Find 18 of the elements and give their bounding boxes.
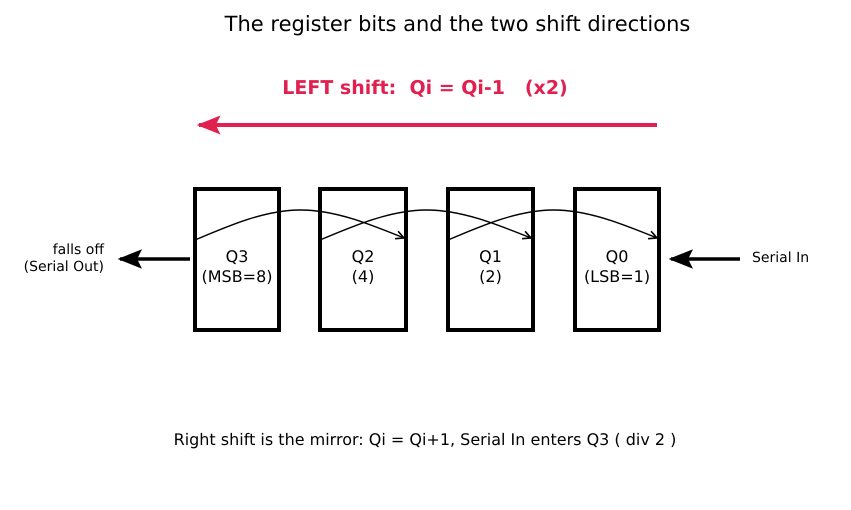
bit-label: Q0 (LSB=1) (584, 247, 650, 287)
io-label: falls off (Serial Out) (22, 242, 104, 276)
register-box (446, 187, 535, 332)
register-box (318, 187, 408, 332)
curved-arrow (448, 209, 658, 241)
io-label: Serial In (752, 250, 810, 267)
curved-arrow (194, 209, 405, 241)
note: Right shift is the mirror: Qi = Qi+1, Serial In enters Q3 ( div 2 ) (174, 430, 676, 449)
register-box (193, 187, 281, 332)
title: The register bits and the two shift directions (224, 12, 692, 36)
bit-label: Q3 (MSB=8) (202, 247, 272, 287)
arrow (668, 249, 740, 269)
shift-formula: LEFT shift: Qi = Qi-1 (x2) (282, 77, 568, 99)
bit-label: Q2 (4) (352, 247, 374, 287)
curved-arrow (320, 209, 532, 241)
bit-label: Q1 (2) (479, 247, 502, 287)
arrow (118, 249, 190, 269)
register-box (573, 187, 661, 332)
